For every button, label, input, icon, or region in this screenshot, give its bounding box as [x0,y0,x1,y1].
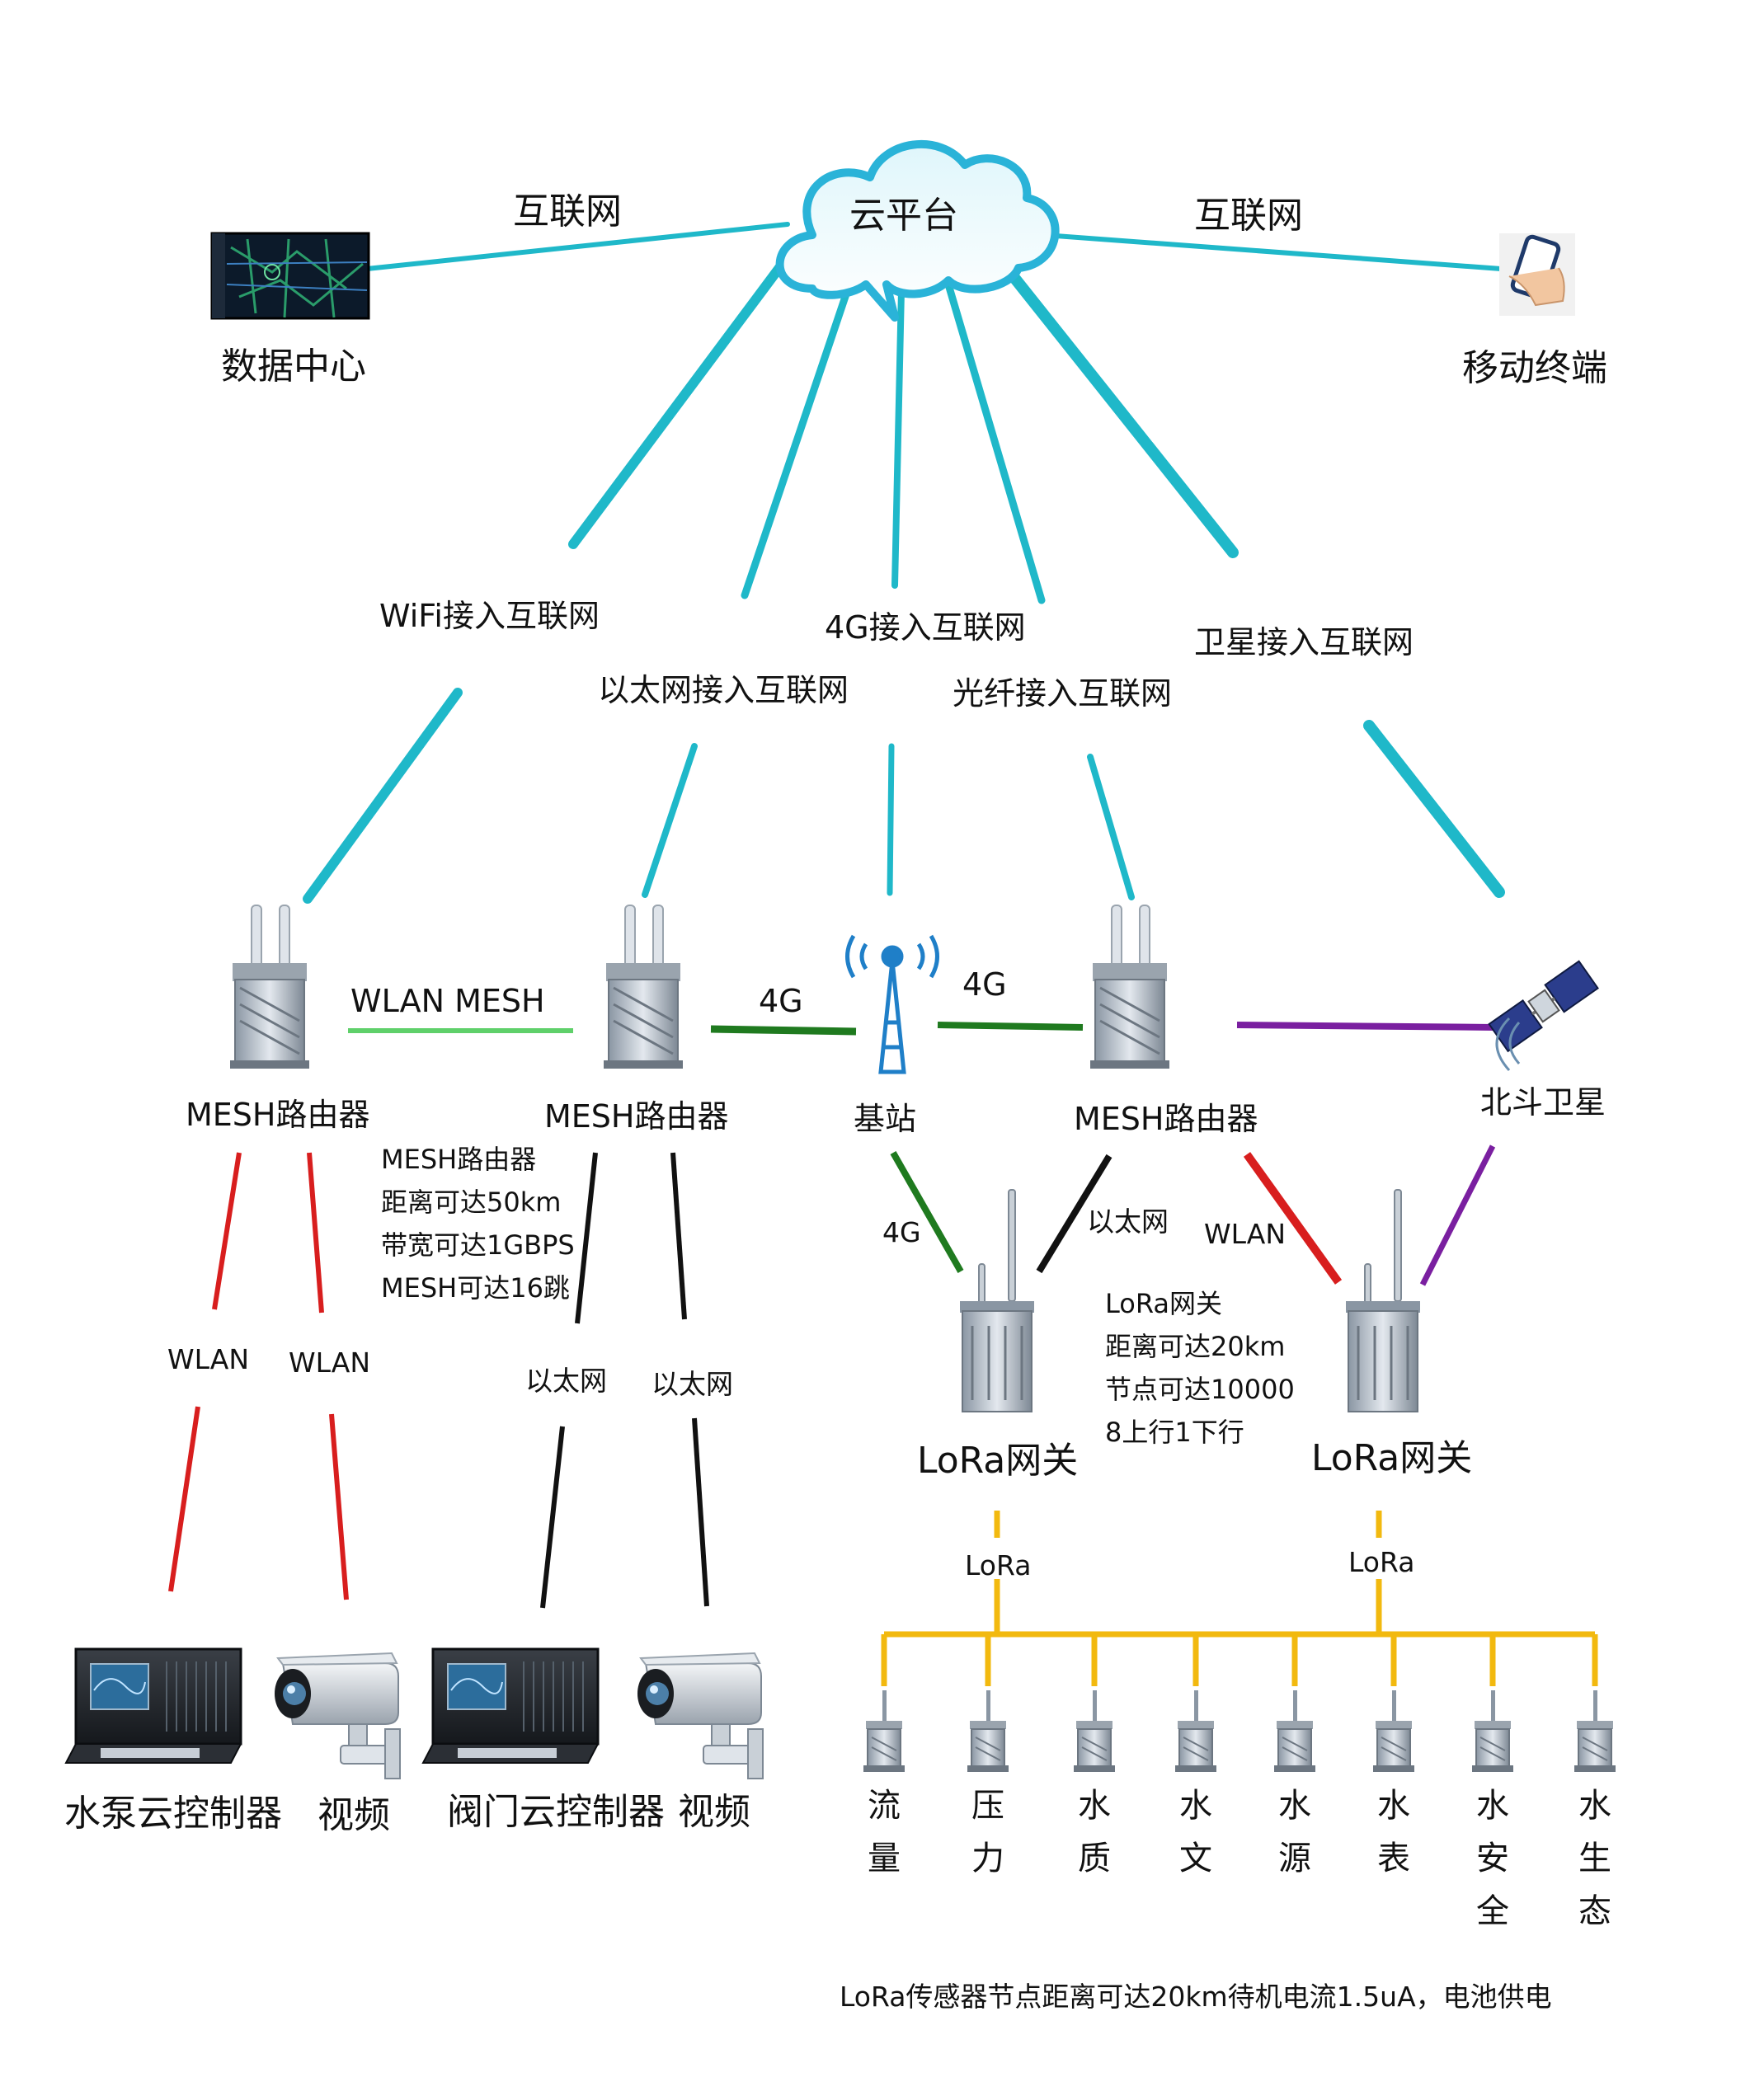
fiber-access-label: 光纤接入互联网 [953,675,1173,712]
g4-gateway-link-label: 4G [882,1216,921,1248]
sensor-label-ecology: 水生态 [1578,1787,1611,1930]
satellite-uplink-bottom [1363,720,1505,898]
valve-controller-label: 阀门云控制器 [447,1791,665,1833]
sensor-label-quality: 水质 [1078,1787,1111,1877]
g4-label-right: 4G [962,966,1007,1003]
fiber-uplink-top [944,280,1046,604]
wifi-access-label: WiFi接入互联网 [379,598,600,634]
wlan-link-a-bottom [168,1406,200,1592]
sensor-nodes [863,1689,1616,1773]
lora-link-label-b: LoRa [1348,1546,1415,1578]
satellite-link-gateway [1419,1144,1496,1286]
mesh-router-icon-2 [602,904,684,1070]
data-center-label: 数据中心 [221,345,366,388]
satellite-icon [1488,960,1599,1072]
sensor-label-pressure: 压力 [971,1787,1004,1877]
wlan-link-label-b: WLAN [289,1346,371,1379]
eth-link-a-bottom [540,1426,565,1609]
wlan-link-b-top [307,1152,324,1314]
beidou-satellite-label: 北斗卫星 [1480,1084,1606,1121]
eth-gateway-link-label: 以太网 [1087,1205,1169,1238]
link-lines [168,222,1598,1686]
cell-tower-icon [845,934,939,1074]
sensor-label-meter: 水表 [1377,1787,1410,1877]
g4-label-left: 4G [759,983,803,1019]
cloud-icon [775,140,1060,322]
ethernet-uplink-top [741,268,858,599]
video-label-1: 视频 [318,1794,390,1836]
lora-link-label-a: LoRa [965,1549,1032,1581]
wifi-uplink-bottom [303,688,463,904]
wlan-link-gateway [1243,1152,1343,1285]
lora-gateway-icon-2 [1344,1188,1422,1413]
sensor-label-flow: 流量 [868,1787,901,1877]
eth-link-b-top [670,1152,687,1320]
eth-link-a-top [575,1152,598,1324]
mobile-terminal-label: 移动终端 [1462,347,1607,389]
g4-access-label: 4G接入互联网 [825,609,1026,646]
video-label-2: 视频 [678,1791,750,1833]
g4-link-gateway [890,1151,964,1273]
pump-controller-label: 水泵云控制器 [64,1793,282,1835]
wlan-gateway-link-label: WLAN [1204,1218,1287,1250]
smartphone-icon [1499,233,1575,316]
lora-gateway-icon-1 [958,1188,1036,1413]
satellite-link [1236,1022,1495,1031]
server-controller-icon-1 [64,1647,242,1765]
wifi-uplink-top [568,241,801,549]
router-label-1: MESH路由器 [186,1097,370,1133]
cloud-label: 云平台 [849,195,958,237]
router-label-3: MESH路由器 [1074,1101,1258,1137]
wlan-link-label-a: WLAN [167,1343,250,1375]
eth-link-label-b: 以太网 [652,1368,733,1400]
lora-gateway-label-1: LoRa网关 [917,1440,1079,1482]
fiber-uplink-bottom [1087,754,1135,900]
lora-gateway-spec-note: LoRa网关 距离可达20km 节点可达10000 8上行1下行 [1105,1288,1295,1448]
ethernet-uplink-bottom [642,743,698,898]
g4-link-right [937,1022,1084,1031]
internet-link-datacenter [365,222,790,271]
wlan-link-b-bottom [329,1413,349,1600]
map-monitor-icon [210,232,370,320]
router-label-2: MESH路由器 [544,1098,729,1135]
sensor-label-hydrology: 水文 [1179,1787,1212,1877]
sensor-label-safety: 水安全 [1476,1787,1509,1930]
lora-bus [881,1511,1598,1686]
wlan-mesh-label: WLAN MESH [350,983,545,1019]
satellite-uplink-top [996,256,1239,558]
mesh-router-spec-note: MESH路由器 距离可达50km 带宽可达1GBPS MESH可达16跳 [381,1144,575,1304]
g4-uplink-top [891,287,905,589]
mesh-router-icon-3 [1089,904,1171,1070]
internet-link-mobile [1020,231,1503,271]
internet-label-left: 互联网 [513,190,622,233]
camera-icon-1 [274,1652,401,1779]
eth-link-b-bottom [692,1417,709,1607]
g4-link-left [710,1025,857,1036]
footer-note: LoRa传感器节点距离可达20km待机电流1.5uA，电池供电 [840,1981,1552,2013]
wlan-link-a-top [212,1152,242,1310]
mesh-router-icon-1 [228,904,311,1070]
g4-uplink-bottom [887,743,895,896]
ethernet-access-label: 以太网接入互联网 [598,672,849,708]
eth-link-gateway [1036,1154,1112,1274]
eth-link-label-a: 以太网 [525,1365,607,1397]
internet-label-right: 互联网 [1194,195,1303,237]
server-controller-icon-2 [421,1647,600,1765]
satellite-access-label: 卫星接入互联网 [1194,624,1414,660]
lora-gateway-label-2: LoRa网关 [1311,1437,1473,1479]
camera-icon-2 [637,1652,764,1779]
base-station-label: 基站 [854,1101,917,1137]
sensor-label-source: 水源 [1278,1787,1311,1877]
